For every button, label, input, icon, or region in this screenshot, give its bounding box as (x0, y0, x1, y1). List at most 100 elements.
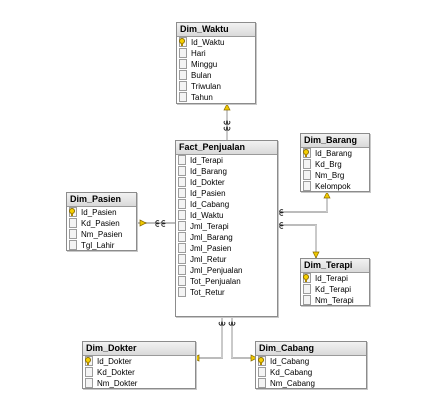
column-name: Kd_Terapi (315, 285, 352, 294)
column-row[interactable]: Id_Dokter (176, 177, 277, 188)
column-name: Tgl_Lahir (81, 241, 115, 250)
column-row[interactable]: Tgl_Lahir (67, 240, 136, 251)
row-selector (178, 287, 186, 297)
column-row[interactable]: Jml_Retur (176, 254, 277, 265)
table-title: Dim_Cabang (256, 342, 366, 356)
column-row[interactable]: Nm_Cabang (256, 378, 366, 389)
column-row[interactable]: Kd_Brg (301, 159, 369, 170)
column-row[interactable]: Kelompok (301, 181, 369, 192)
row-selector (178, 232, 186, 242)
row-selector (179, 59, 187, 69)
column-row[interactable]: Jml_Penjualan (176, 265, 277, 276)
row-selector (179, 81, 187, 91)
column-name: Kelompok (315, 182, 351, 191)
table-dim-waktu[interactable]: Dim_Waktu Id_Waktu Hari Minggu Bulan Tri… (176, 22, 256, 104)
table-dim-dokter[interactable]: Dim_Dokter Id_Dokter Kd_Dokter Nm_Dokter (82, 341, 196, 389)
rel-fact-waktu[interactable] (223, 103, 231, 140)
column-name: Kd_Cabang (270, 368, 313, 377)
table-title: Dim_Waktu (177, 23, 255, 37)
rel-fact-cabang[interactable] (228, 317, 258, 362)
row-selector (258, 367, 266, 377)
column-row[interactable]: Id_Waktu (177, 37, 255, 48)
row-selector (85, 378, 93, 388)
column-row[interactable]: Id_Barang (176, 166, 277, 177)
column-row[interactable]: Id_Terapi (301, 273, 369, 284)
row-selector (178, 177, 186, 187)
primary-key-icon (303, 149, 309, 157)
row-selector (69, 229, 77, 239)
column-row[interactable]: Nm_Pasien (67, 229, 136, 240)
row-selector (178, 254, 186, 264)
column-row[interactable]: Jml_Barang (176, 232, 277, 243)
row-selector (303, 159, 311, 169)
column-row[interactable]: Id_Cabang (256, 356, 366, 367)
column-row[interactable]: Jml_Pasien (176, 243, 277, 254)
column-row[interactable]: Nm_Brg (301, 170, 369, 181)
column-name: Id_Terapi (190, 156, 223, 165)
column-name: Id_Barang (190, 167, 227, 176)
rel-fact-terapi[interactable] (278, 222, 320, 259)
row-selector (178, 166, 186, 176)
column-name: Triwulan (191, 82, 221, 91)
primary-key-icon (85, 357, 91, 365)
column-row[interactable]: Tot_Penjualan (176, 276, 277, 287)
column-row[interactable]: Kd_Dokter (83, 367, 195, 378)
column-row[interactable]: Triwulan (177, 81, 255, 92)
row-selector (69, 240, 77, 250)
column-row[interactable]: Nm_Dokter (83, 378, 195, 389)
table-dim-terapi[interactable]: Dim_Terapi Id_Terapi Kd_Terapi Nm_Terapi (300, 258, 370, 306)
column-row[interactable]: Id_Pasien (176, 188, 277, 199)
infinity-end (223, 126, 231, 131)
column-row[interactable]: Tahun (177, 92, 255, 103)
column-row[interactable]: Kd_Pasien (67, 218, 136, 229)
column-row[interactable]: Kd_Cabang (256, 367, 366, 378)
rel-fact-barang[interactable] (278, 191, 331, 216)
column-row[interactable]: Id_Dokter (83, 356, 195, 367)
column-row[interactable]: Tot_Retur (176, 287, 277, 298)
column-row[interactable]: Id_Cabang (176, 199, 277, 210)
column-row[interactable]: Id_Terapi (176, 155, 277, 166)
column-row[interactable]: Bulan (177, 70, 255, 81)
column-row[interactable]: Minggu (177, 59, 255, 70)
column-name: Id_Pasien (190, 189, 226, 198)
column-row[interactable]: Id_Barang (301, 148, 369, 159)
column-row[interactable]: Id_Waktu (176, 210, 277, 221)
row-selector (178, 188, 186, 198)
row-selector (178, 221, 186, 231)
column-name: Tot_Retur (190, 288, 225, 297)
column-name: Id_Waktu (190, 211, 224, 220)
primary-key-icon (69, 208, 75, 216)
table-dim-cabang[interactable]: Dim_Cabang Id_Cabang Kd_Cabang Nm_Cabang (255, 341, 367, 389)
table-title: Dim_Dokter (83, 342, 195, 356)
row-selector (178, 155, 186, 165)
table-title: Fact_Penjualan (176, 141, 277, 155)
table-dim-pasien[interactable]: Dim_Pasien Id_Pasien Kd_Pasien Nm_Pasien… (66, 192, 137, 251)
row-selector (303, 284, 311, 294)
row-selector (178, 265, 186, 275)
column-name: Id_Terapi (315, 274, 348, 283)
row-selector (178, 210, 186, 220)
table-dim-barang[interactable]: Dim_Barang Id_Barang Kd_Brg Nm_Brg Kelom… (300, 133, 370, 192)
column-name: Jml_Retur (190, 255, 227, 264)
column-name: Minggu (191, 60, 218, 69)
table-title: Dim_Barang (301, 134, 369, 148)
column-name: Nm_Brg (315, 171, 345, 180)
row-selector (178, 243, 186, 253)
column-row[interactable]: Id_Pasien (67, 207, 136, 218)
column-row[interactable]: Kd_Terapi (301, 284, 369, 295)
rel-fact-dokter[interactable] (192, 317, 226, 362)
column-row[interactable]: Hari (177, 48, 255, 59)
column-row[interactable]: Jml_Terapi (176, 221, 277, 232)
column-name: Jml_Barang (190, 233, 233, 242)
column-name: Nm_Pasien (81, 230, 123, 239)
column-row[interactable]: Nm_Terapi (301, 295, 369, 306)
table-fact-penjualan[interactable]: Fact_Penjualan Id_Terapi Id_Barang Id_Do… (175, 140, 278, 317)
column-name: Kd_Brg (315, 160, 342, 169)
column-name: Jml_Terapi (190, 222, 229, 231)
row-selector (178, 199, 186, 209)
key-end (223, 103, 231, 111)
rel-fact-pasien[interactable] (137, 219, 175, 227)
column-name: Nm_Terapi (315, 296, 354, 305)
column-name: Nm_Dokter (97, 379, 138, 388)
